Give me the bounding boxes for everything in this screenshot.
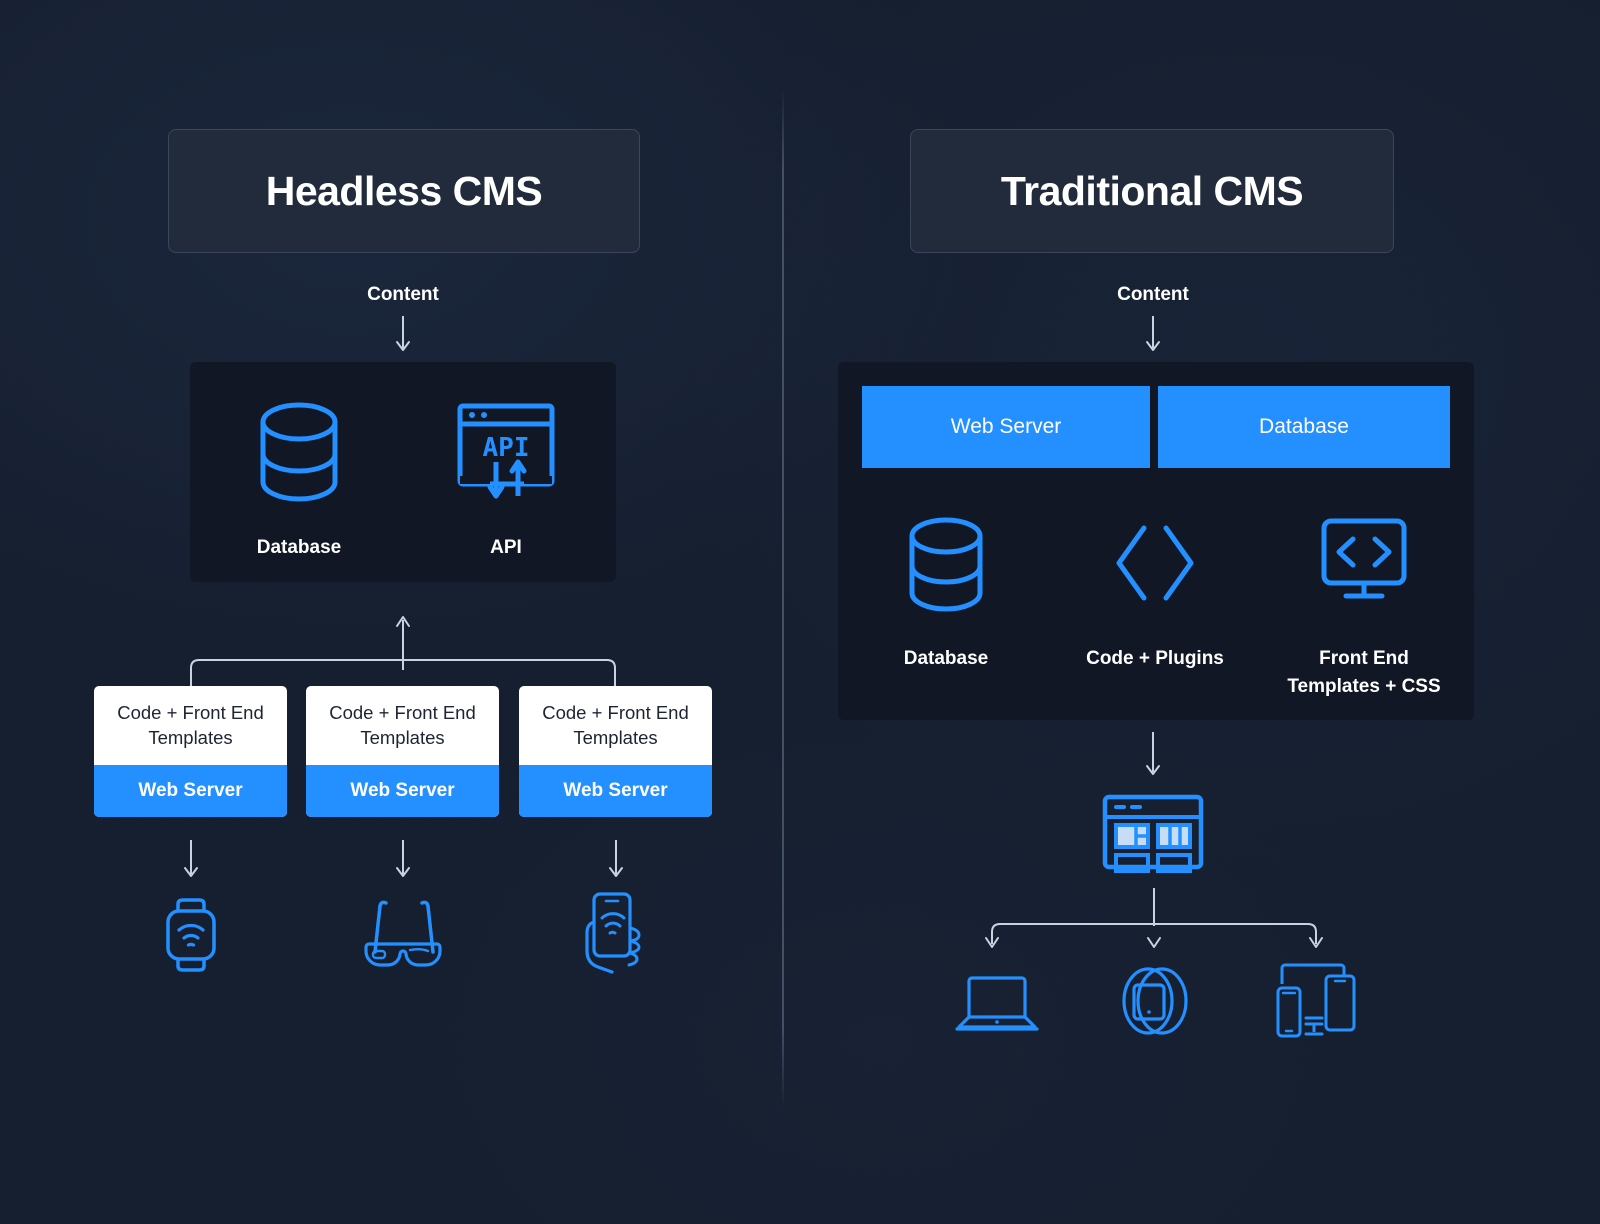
smartwatch-wifi-icon	[166, 898, 216, 972]
headless-content-label: Content	[367, 284, 439, 305]
delivery-card-2-web-server: Web Server	[306, 765, 499, 817]
database-icon	[260, 402, 338, 502]
delivery-card-2[interactable]: Code + Front End Templates Web Server	[306, 686, 499, 817]
headless-cms-column: Headless CMS Content Database API	[0, 0, 782, 1224]
traditional-content-label: Content	[1117, 284, 1189, 305]
angle-brackets-icon	[1116, 525, 1194, 601]
headless-content-arrow	[396, 316, 410, 351]
delivery-arrow-3	[609, 840, 623, 877]
headless-merge-connector	[190, 616, 616, 690]
traditional-cms-title-card: Traditional CMS	[910, 129, 1394, 253]
headless-cms-title: Headless CMS	[265, 167, 543, 214]
delivery-card-1-top-label: Code + Front End Templates	[117, 701, 264, 748]
column-divider	[782, 88, 784, 1108]
delivery-card-1[interactable]: Code + Front End Templates Web Server	[94, 686, 287, 817]
traditional-render-arrow	[1146, 732, 1160, 775]
round-smartwatch-icon	[1122, 967, 1188, 1035]
traditional-frontend-label: Front End Templates + CSS	[1287, 648, 1441, 697]
traditional-database-bar[interactable]: Database	[1158, 386, 1450, 468]
delivery-card-3-top-label: Code + Front End Templates	[542, 701, 689, 748]
headless-api-label: API	[490, 537, 522, 558]
monitor-code-icon	[1321, 518, 1407, 599]
traditional-cms-column: Traditional CMS Content Web Server Datab…	[782, 0, 1600, 1224]
headless-cms-title-card: Headless CMS	[168, 129, 640, 253]
svg-text:API: API	[483, 433, 530, 463]
traditional-web-server-bar[interactable]: Web Server	[862, 386, 1150, 468]
phone-tablet-monitor-icon	[1276, 963, 1356, 1038]
delivery-card-1-web-server: Web Server	[94, 765, 287, 817]
traditional-split-connector	[985, 888, 1323, 948]
delivery-card-3-web-server: Web Server	[519, 765, 712, 817]
smart-glasses-icon	[364, 900, 442, 967]
traditional-content-arrow	[1146, 316, 1160, 351]
hand-phone-wifi-icon	[585, 892, 641, 974]
delivery-card-2-top-label: Code + Front End Templates	[329, 701, 476, 748]
traditional-database-icon-label: Database	[903, 648, 989, 669]
delivery-arrow-2	[396, 840, 410, 877]
api-window-icon: API	[457, 403, 555, 499]
traditional-code-plugins-label: Code + Plugins	[1086, 648, 1224, 669]
traditional-cms-title: Traditional CMS	[1000, 167, 1304, 214]
traditional-database-label: Database	[1259, 415, 1349, 438]
laptop-icon	[955, 976, 1039, 1031]
delivery-card-3[interactable]: Code + Front End Templates Web Server	[519, 686, 712, 817]
browser-window-icon	[1102, 794, 1204, 873]
headless-database-label: Database	[256, 537, 342, 558]
database-icon	[909, 517, 983, 612]
traditional-web-server-label: Web Server	[950, 415, 1062, 438]
delivery-arrow-1	[184, 840, 198, 877]
